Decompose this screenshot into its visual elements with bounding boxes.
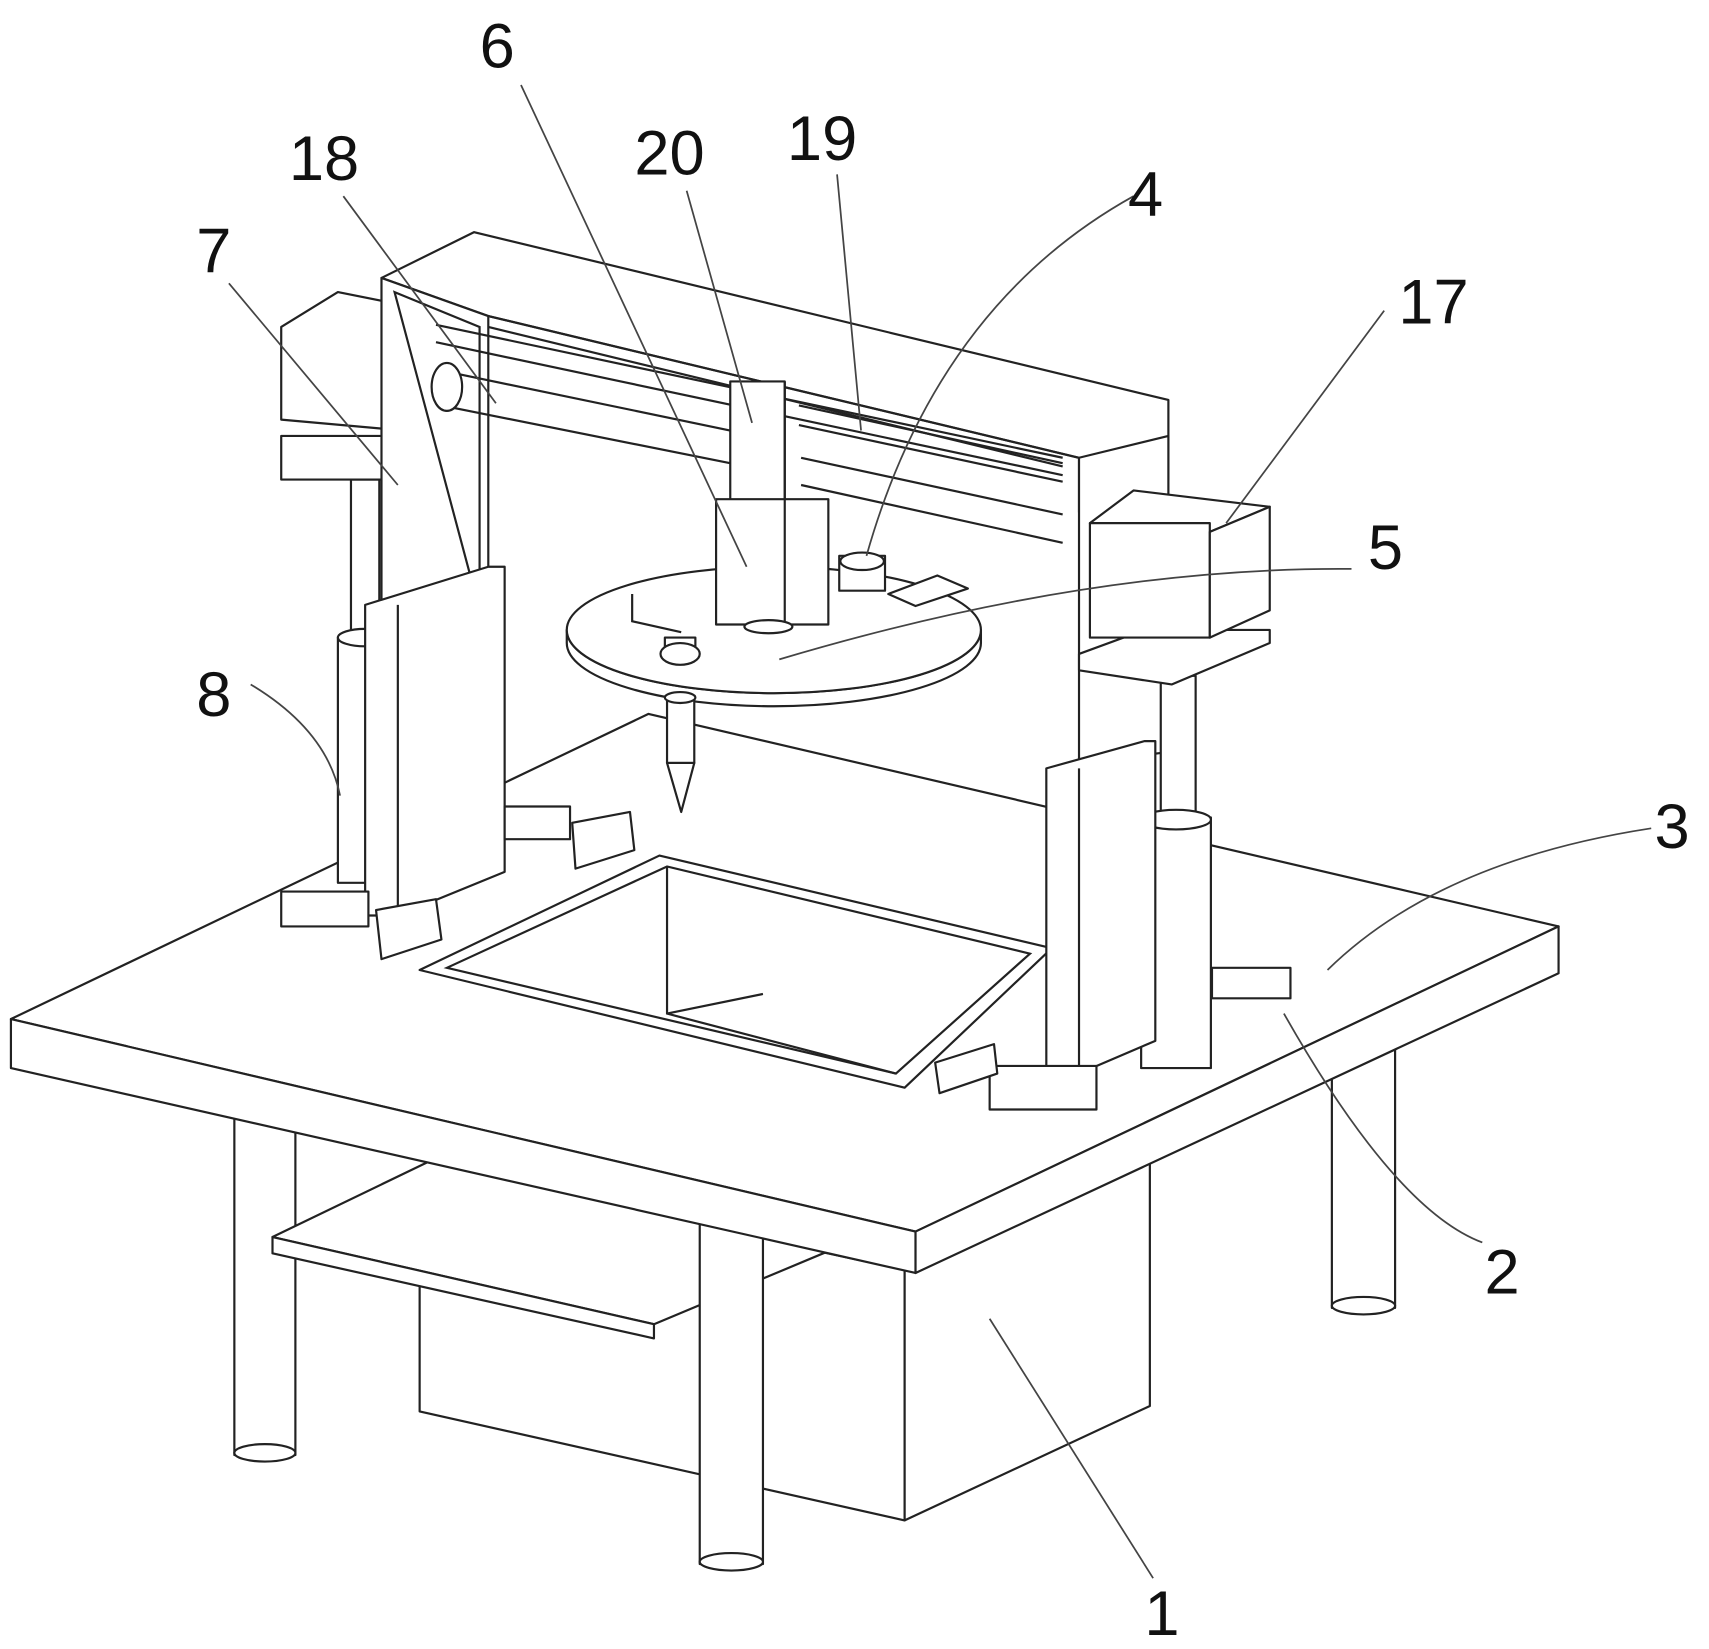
part-label-20: 20 [634, 118, 704, 188]
part-label-4: 4 [1128, 160, 1163, 230]
leader-line-8 [251, 684, 340, 795]
motor-17 [1090, 490, 1270, 637]
part-label-2: 2 [1484, 1238, 1519, 1308]
part-label-7: 7 [196, 216, 231, 286]
front-leg [700, 1221, 763, 1564]
slider-block [730, 381, 784, 501]
part-label-5: 5 [1368, 513, 1403, 583]
front-leg-foot [700, 1553, 763, 1570]
left-column-sleeve [365, 567, 505, 916]
part-label-6: 6 [480, 12, 515, 82]
leader-line-17 [1226, 311, 1384, 524]
part-label-19: 19 [787, 104, 857, 174]
part-label-18: 18 [289, 124, 359, 194]
part-label-17: 17 [1398, 268, 1468, 338]
part-label-3: 3 [1654, 792, 1689, 862]
part-label-1: 1 [1144, 1579, 1179, 1649]
part-label-8: 8 [196, 660, 231, 730]
spindle-motor [716, 499, 828, 633]
right-column-sleeve [1046, 741, 1155, 1073]
